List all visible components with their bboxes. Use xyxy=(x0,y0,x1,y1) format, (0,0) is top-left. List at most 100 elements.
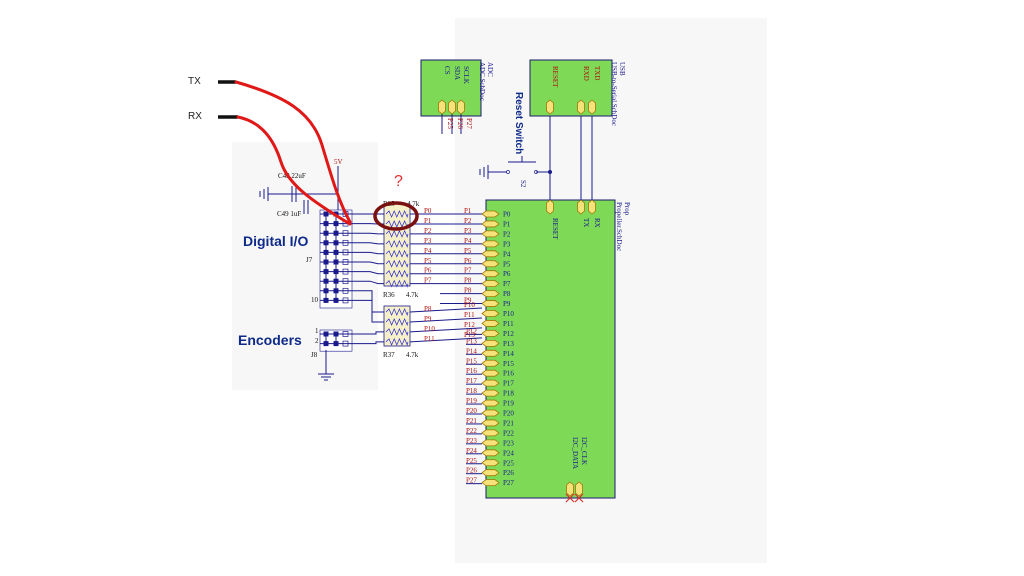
resistor-element xyxy=(385,279,409,288)
propeller-pin-label: P13 xyxy=(503,340,514,348)
propeller-input-net-label: P5 xyxy=(464,247,472,255)
reset-switch-contact-a xyxy=(506,170,510,174)
propeller-pin-port xyxy=(481,459,500,467)
propeller-port-reset xyxy=(546,199,554,215)
propeller-port-i2c_data xyxy=(566,481,574,497)
propeller-input-net-label: P3 xyxy=(464,227,472,235)
propeller-pin-label: P5 xyxy=(503,260,511,268)
usb-port-label: RESET xyxy=(551,66,559,88)
propeller-pin-label: P15 xyxy=(503,360,514,368)
resistor-r37-value: 4.7k xyxy=(406,351,419,359)
propeller-net-label: P24 xyxy=(466,447,477,455)
lower-net-label: P11 xyxy=(424,335,435,343)
propeller-pin-label: P6 xyxy=(503,270,511,278)
propeller-net-label: P19 xyxy=(466,397,477,405)
usb-port-label: TXD xyxy=(593,66,601,80)
propeller-pin-port xyxy=(481,379,500,387)
upper-net-label: P5 xyxy=(424,257,432,265)
capacitor-c49-label: C49 1uF xyxy=(277,210,301,218)
propeller-pin-port xyxy=(481,270,500,278)
propeller-port-tx xyxy=(577,199,585,215)
propeller-pin-port xyxy=(481,419,500,427)
propeller-pin-port xyxy=(481,339,500,347)
usb-sheet-file: USB-to-Serial.SchDoc xyxy=(610,62,618,126)
upper-net-label: P0 xyxy=(424,207,432,215)
upper-net-label: P3 xyxy=(424,237,432,245)
propeller-input-net-label: P13 xyxy=(464,331,475,339)
propeller-input-net-label: P11 xyxy=(464,311,475,319)
usb-port-label: RXD xyxy=(582,66,590,81)
resistor-element xyxy=(385,220,409,229)
reset-switch-label: Reset Switch xyxy=(513,92,524,154)
adc-sheet-file: ADC.SchDoc xyxy=(478,62,486,101)
header-to-resistor-wire xyxy=(352,251,384,255)
adc-sheet-title: ADC xyxy=(486,62,494,77)
adc-net-label: P26 xyxy=(456,118,464,129)
propeller-input-net-label: P6 xyxy=(464,257,472,265)
propeller-pin-port xyxy=(481,359,500,367)
propeller-stub-net-label: P9 xyxy=(464,297,472,305)
resistor-element xyxy=(385,318,409,327)
propeller-net-label: P13 xyxy=(466,337,477,345)
header-to-resistor-wire xyxy=(352,232,384,235)
propeller-net-label: P27 xyxy=(466,477,477,485)
encoder-to-resistor-wire xyxy=(352,331,384,335)
propeller-pin-port xyxy=(481,280,500,288)
upper-net-label: P7 xyxy=(424,277,432,285)
resistor-to-propeller-wire xyxy=(409,327,483,333)
resistor-to-propeller-wire xyxy=(409,307,483,313)
propeller-pin-label: P18 xyxy=(503,390,514,398)
propeller-pin-label: P22 xyxy=(503,429,514,437)
resistor-r36-label: R36 xyxy=(383,291,395,299)
supply-5v-label: 5V xyxy=(334,158,343,166)
resistor-element xyxy=(385,210,409,219)
capacitor-ground-symbol xyxy=(259,187,269,201)
propeller-pin-label: P1 xyxy=(503,220,511,228)
propeller-input-net-label: P2 xyxy=(464,217,472,225)
propeller-pin-port xyxy=(481,389,500,397)
usb-sheet-title: USB xyxy=(618,62,626,76)
propeller-pin-label: P14 xyxy=(503,350,514,358)
propeller-pin-label: P7 xyxy=(503,280,511,288)
propeller-pin-label: P19 xyxy=(503,400,514,408)
resistor-r35-value: 4.7k xyxy=(407,200,420,208)
propeller-pin-port xyxy=(481,409,500,417)
reset-switch-ref: S2 xyxy=(519,180,527,188)
usb-port-reset xyxy=(546,99,554,115)
propeller-net-label: P20 xyxy=(466,407,477,415)
propeller-net-label: P15 xyxy=(466,357,477,365)
propeller-input-net-label: P12 xyxy=(464,321,475,329)
lower-net-label: P8 xyxy=(424,305,432,313)
propeller-pin-port xyxy=(481,260,500,268)
encoder-to-resistor-wire xyxy=(352,341,384,345)
propeller-pin-port xyxy=(481,469,500,477)
adc-port-label: CS xyxy=(443,66,451,75)
header-j7-label: J7 xyxy=(306,256,313,264)
rx-red-wire xyxy=(236,115,352,226)
adc-port-sclk xyxy=(457,99,465,115)
propeller-pin-list: P0P1P2P3P4P5P6P7P8P9P10P11P12P12P13P13P1… xyxy=(466,211,514,487)
tx-wire-label: TX xyxy=(188,76,201,87)
no-connect-mark xyxy=(565,493,575,503)
usb-port-txd xyxy=(588,99,596,115)
rx-wire-label: RX xyxy=(188,111,202,122)
propeller-pin-port xyxy=(481,290,500,297)
propeller-bottom-port-label: I2C_DATA xyxy=(571,437,579,469)
propeller-pin-label: P27 xyxy=(503,479,514,487)
propeller-pin-label: P3 xyxy=(503,240,511,248)
header-to-resistor-wire xyxy=(352,280,384,285)
usb-sheet-symbol xyxy=(529,59,613,117)
lower-net-label: P10 xyxy=(424,325,435,333)
propeller-pin-port xyxy=(481,250,500,258)
propeller-pin-label: P16 xyxy=(503,370,514,378)
propeller-bottom-port-label: I2C_CLK xyxy=(580,437,588,465)
propeller-top-port-label: RX xyxy=(593,218,601,228)
propeller-net-label: P23 xyxy=(466,437,477,445)
adc-port-cs xyxy=(438,99,446,115)
header-to-resistor-wire xyxy=(352,299,384,323)
adc-port-sda xyxy=(448,99,456,115)
propeller-pin-port xyxy=(481,399,500,407)
